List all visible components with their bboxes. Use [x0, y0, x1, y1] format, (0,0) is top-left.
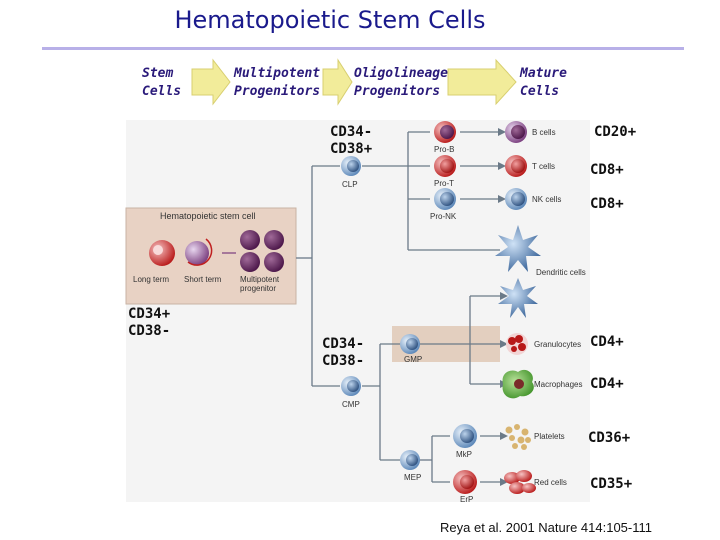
- label-mkp: MkP: [456, 450, 472, 459]
- arrow-icon: [191, 58, 231, 106]
- marker-gmp: CD34- CD38-: [322, 336, 365, 369]
- marker-platelets: CD36+: [588, 430, 631, 446]
- granulocyte-cell: [506, 333, 528, 355]
- dendritic-cell-myeloid: [498, 278, 538, 318]
- pro-nk-cell: [434, 188, 456, 210]
- label-pro-nk: Pro-NK: [430, 212, 457, 221]
- label-gmp: GMP: [404, 355, 423, 364]
- label-granulocytes: Granulocytes: [534, 340, 582, 349]
- b-cell: [505, 121, 527, 143]
- figure-panel: [126, 120, 590, 502]
- nk-cell: [505, 188, 527, 210]
- marker-hsc: CD34+ CD38-: [128, 306, 171, 339]
- inset-long-term: Long term: [133, 275, 170, 284]
- platelets: [505, 424, 531, 450]
- lineage-tree: [296, 131, 500, 483]
- header-oligolineage: Oligolineage Progenitors: [354, 66, 448, 99]
- label-platelets: Platelets: [534, 432, 565, 441]
- label-t-cells: T cells: [532, 162, 555, 171]
- marker-clp: CD34- CD38+: [330, 124, 373, 157]
- pro-b-cell: [434, 121, 456, 143]
- clp-cell: [341, 156, 361, 176]
- label-pro-t: Pro-T: [434, 179, 454, 188]
- marker-nk-cells: CD8+: [590, 196, 624, 212]
- red-cells: [504, 470, 536, 494]
- label-macrophages: Macrophages: [534, 380, 583, 389]
- label-mep: MEP: [404, 473, 422, 482]
- label-b-cells: B cells: [532, 128, 556, 137]
- label-erp: ErP: [460, 495, 474, 504]
- marker-red-cells: CD35+: [590, 476, 633, 492]
- inset-short-term: Short term: [184, 275, 222, 284]
- citation: Reya et al. 2001 Nature 414:105-111: [440, 520, 652, 535]
- label-clp: CLP: [342, 180, 358, 189]
- gmp-cell: [400, 334, 420, 354]
- hsc-inset-cells: [149, 230, 284, 272]
- arrow-icon: [322, 58, 353, 106]
- macrophage-cell: [502, 369, 534, 399]
- marker-macrophages: CD4+: [590, 376, 624, 392]
- marker-b-cells: CD20+: [594, 124, 637, 140]
- inset-multipotent: Multipotent progenitor: [240, 275, 280, 293]
- header-multipotent: Multipotent Progenitors: [234, 66, 321, 99]
- marker-granulocytes: CD4+: [590, 334, 624, 350]
- marker-t-cells: CD8+: [590, 162, 624, 178]
- arrow-icon: [447, 58, 517, 106]
- page-title: Hematopoietic Stem Cells: [174, 6, 486, 34]
- header-mature: Mature Cells: [520, 66, 567, 99]
- label-pro-b: Pro-B: [434, 145, 455, 154]
- label-nk-cells: NK cells: [532, 195, 562, 204]
- t-cell: [505, 155, 527, 177]
- mkp-cell: [453, 424, 477, 448]
- label-red-cells: Red cells: [534, 478, 567, 487]
- inset-title: Hematopoietic stem cell: [160, 211, 256, 221]
- header-stem-cells: Stem Cells: [142, 66, 182, 99]
- mep-cell: [400, 450, 420, 470]
- header-arrows: [191, 58, 517, 106]
- dendritic-cell-lymphoid: [495, 225, 541, 272]
- erp-cell: [453, 470, 477, 494]
- label-dendritic: Dendritic cells: [536, 268, 586, 277]
- label-cmp: CMP: [342, 400, 360, 409]
- cmp-cell: [341, 376, 361, 396]
- title-underline: [42, 47, 684, 50]
- pro-t-cell: [434, 155, 456, 177]
